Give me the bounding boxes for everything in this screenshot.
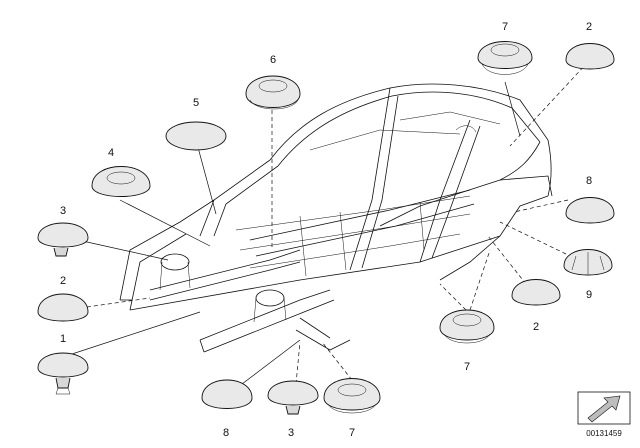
part-6-grommet [245, 75, 301, 110]
part-label-6: 6 [270, 54, 276, 66]
part-label-7-top: 7 [502, 21, 508, 33]
part-label-2-top-right: 2 [586, 21, 592, 33]
part-label-3-left: 3 [60, 205, 66, 217]
part-5-disc [165, 121, 227, 151]
part-label-7-bottom: 7 [349, 427, 355, 439]
part-1-grommet [37, 352, 89, 395]
part-3-plug-bottom [267, 380, 319, 415]
diagram-reference-number: 00131459 [586, 429, 622, 438]
part-label-8-bottom: 8 [223, 427, 229, 439]
part-2-plug-top-right [565, 43, 615, 70]
part-label-7-lower-right: 7 [464, 361, 470, 373]
part-8-plug-right [565, 197, 615, 224]
part-7-grommet-lower-right [439, 309, 495, 344]
part-8-plug-bottom [201, 379, 253, 409]
part-label-2-lower-right: 2 [533, 321, 539, 333]
part-9-vented-cap [563, 249, 613, 276]
part-2-plug-left [37, 293, 89, 322]
part-label-4: 4 [108, 147, 114, 159]
car-body-shell [119, 83, 553, 353]
part-label-3-bottom: 3 [288, 427, 294, 439]
part-4-grommet [91, 166, 151, 197]
orientation-arrow-icon [577, 391, 631, 425]
part-7-grommet-bottom [323, 378, 381, 414]
part-2-plug-lower-right [511, 279, 561, 306]
part-label-1: 1 [60, 333, 66, 345]
part-label-9: 9 [586, 289, 592, 301]
part-3-plug-left [37, 222, 89, 257]
leader-lines [71, 61, 589, 385]
part-label-5: 5 [193, 97, 199, 109]
part-label-2-left: 2 [60, 275, 66, 287]
part-7-grommet-top [477, 41, 533, 75]
part-label-8-right: 8 [586, 175, 592, 187]
